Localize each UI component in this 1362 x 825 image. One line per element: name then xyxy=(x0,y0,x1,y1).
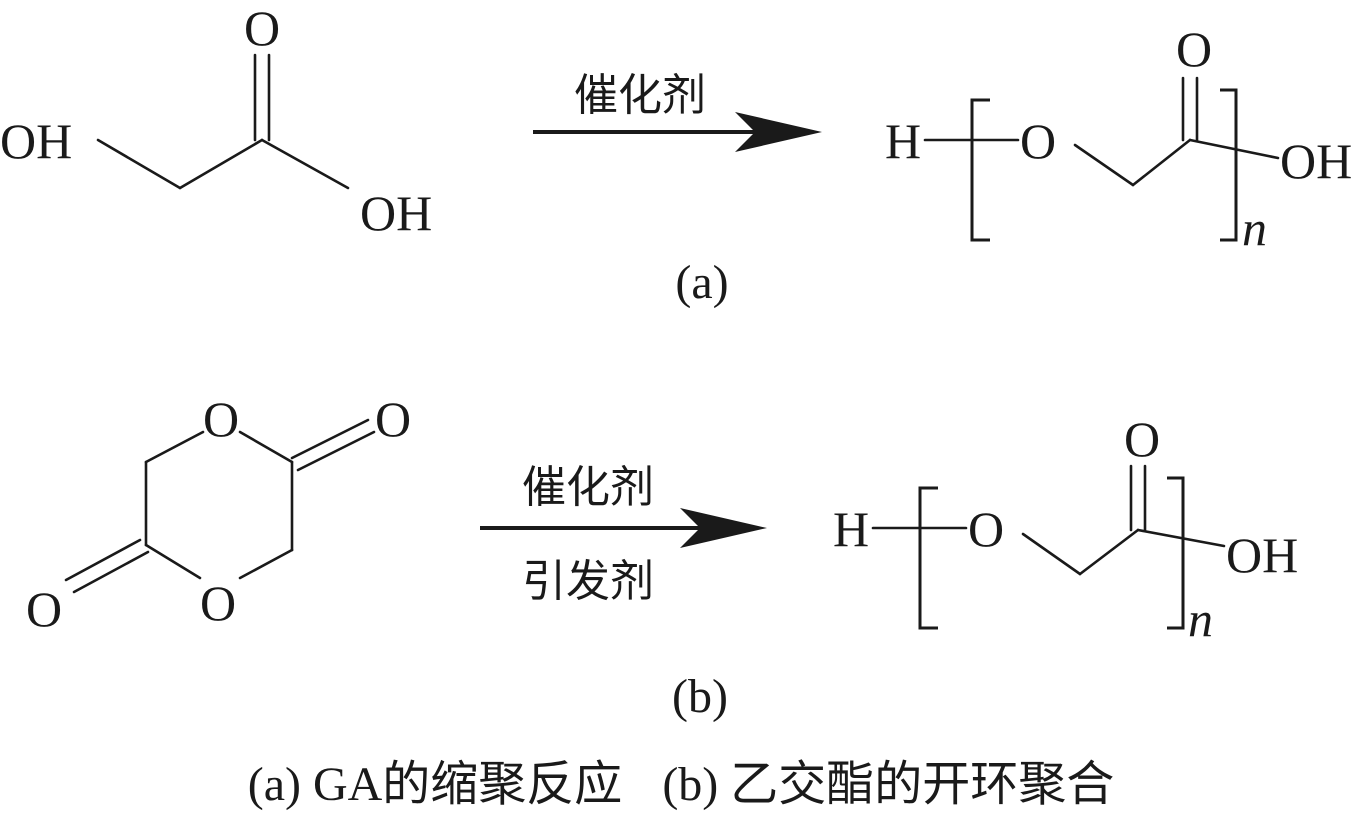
caption-part-b: (b) 乙交酯的开环聚合 xyxy=(662,758,1115,811)
caption-part-a: (a) GA的缩聚反应 xyxy=(247,758,623,811)
bond-o-ch2 xyxy=(1073,143,1135,187)
atom-o: O xyxy=(968,501,1004,557)
ring-bond-c-obot xyxy=(144,543,202,580)
repeat-unit-n: n xyxy=(1188,591,1213,647)
atom-acid-oh: OH xyxy=(360,185,432,241)
atom-exo-o-right: O xyxy=(375,391,411,447)
exo-double-bond-right-2 xyxy=(296,430,376,472)
atom-h: H xyxy=(885,113,921,169)
exo-double-bond-right-1 xyxy=(290,418,370,460)
atom-ring-o-top: O xyxy=(203,391,239,447)
arrow-head-a xyxy=(735,112,822,152)
atom-exo-o-left: O xyxy=(26,581,62,637)
reaction-arrow-b: 催化剂 引发剂 xyxy=(480,462,767,607)
ring-bond-otop-ch2 xyxy=(144,430,205,464)
initiator-label-b: 引发剂 xyxy=(522,556,654,607)
reaction-b: O O O O 催化剂 引发剂 H O O OH n ( xyxy=(26,391,1298,723)
exo-double-bond-left-2 xyxy=(72,550,150,594)
atom-oh: OH xyxy=(1226,527,1298,583)
figure-caption: (a) GA的缩聚反应 (b) 乙交酯的开环聚合 xyxy=(0,755,1362,815)
bond-c-oh xyxy=(1188,138,1280,160)
pga-product-b: H O O OH n xyxy=(833,411,1298,647)
atom-carbonyl-o: O xyxy=(244,0,280,56)
exo-double-bond-left-1 xyxy=(64,538,142,582)
catalyst-label-a: 催化剂 xyxy=(574,70,706,121)
bond-c-oh xyxy=(260,138,350,190)
reaction-a: OH O OH 催化剂 H O O OH n (a) xyxy=(0,0,1352,309)
reaction-arrow-a: 催化剂 xyxy=(533,70,822,152)
atom-ring-o-bottom: O xyxy=(200,575,236,631)
left-bracket xyxy=(970,98,990,242)
bond-ho-ch2 xyxy=(96,138,182,190)
bond-c-oh xyxy=(1136,528,1226,548)
left-bracket xyxy=(918,486,938,630)
ring-bond-c-otop xyxy=(238,430,294,464)
atom-oh: OH xyxy=(1280,133,1352,189)
bond-o-ch2 xyxy=(1021,532,1082,576)
atom-carbonyl-o: O xyxy=(1176,21,1212,77)
arrow-head-b xyxy=(680,508,767,548)
glycolide-structure: O O O O xyxy=(26,391,411,637)
bond-ch2-c xyxy=(1131,138,1192,187)
glycolic-acid-structure: OH O OH xyxy=(0,0,432,241)
panel-label-b: (b) xyxy=(672,670,728,723)
pga-product-a: H O O OH n xyxy=(885,21,1352,256)
atom-o: O xyxy=(1020,113,1056,169)
bond-ch2-c xyxy=(1078,528,1140,576)
catalyst-label-b: 催化剂 xyxy=(522,462,654,513)
right-bracket xyxy=(1167,476,1185,630)
atom-h: H xyxy=(833,501,869,557)
panel-label-a: (a) xyxy=(675,256,728,309)
right-bracket xyxy=(1220,88,1238,242)
repeat-unit-n: n xyxy=(1242,200,1267,256)
bond-ch2-c xyxy=(178,138,264,190)
atom-carbonyl-o: O xyxy=(1124,411,1160,467)
ring-bond-obot-ch2 xyxy=(238,548,294,580)
atom-ho: OH xyxy=(0,113,72,169)
